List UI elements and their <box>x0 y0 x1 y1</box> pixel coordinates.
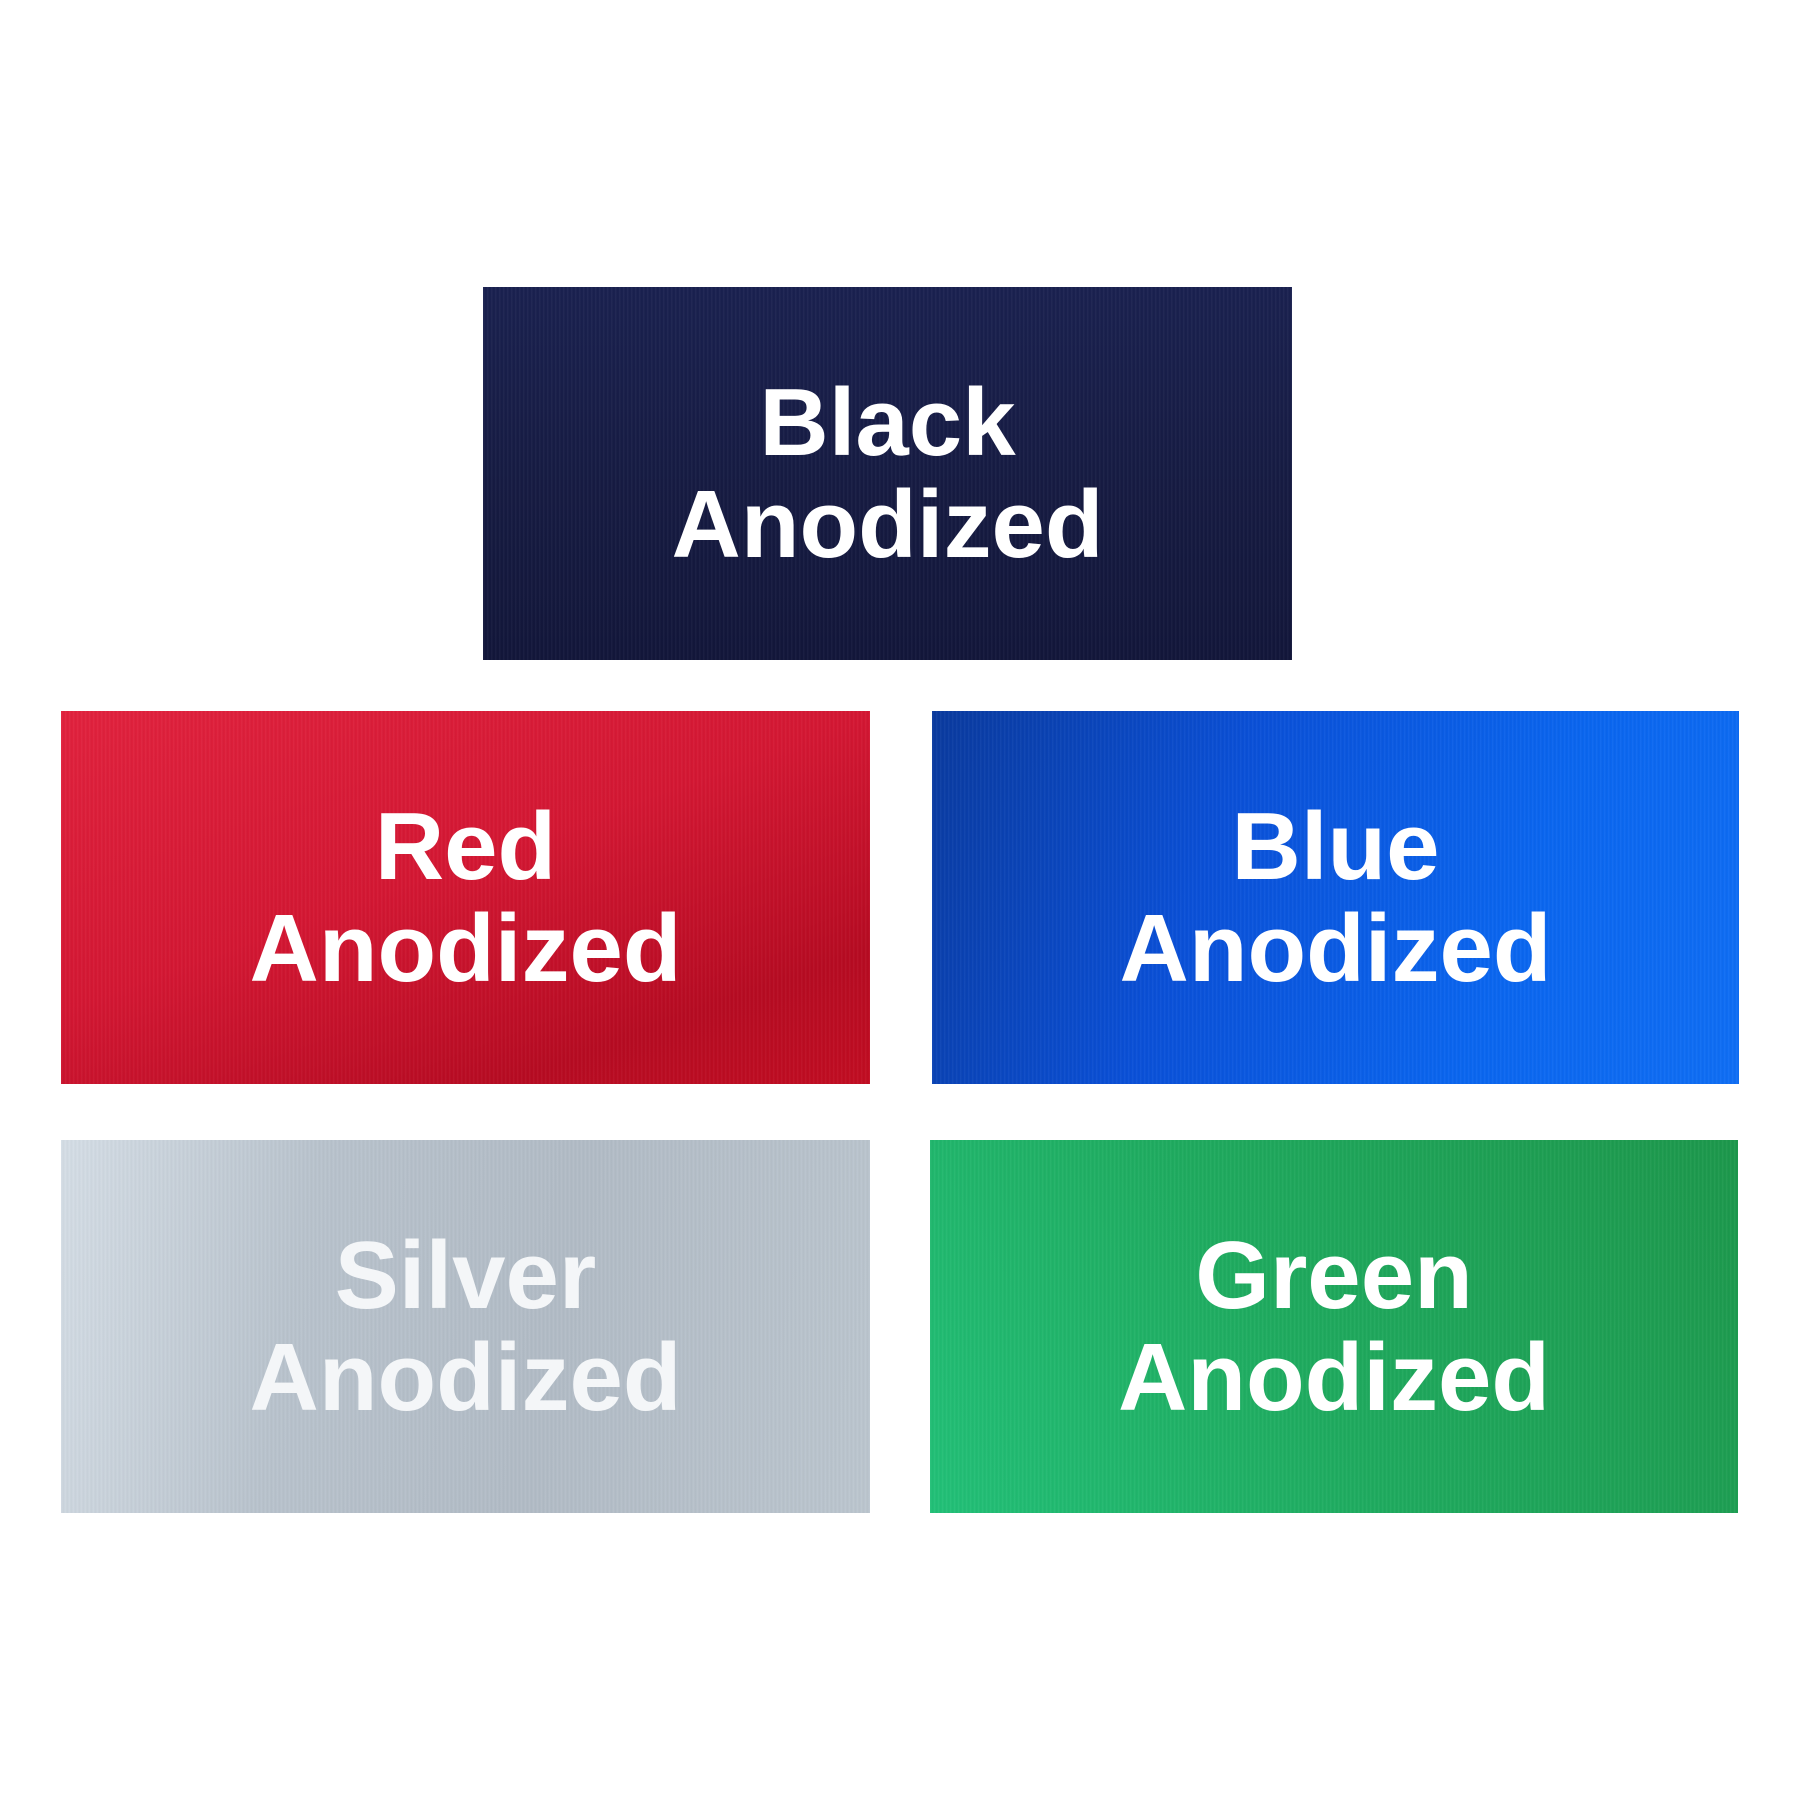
swatch-label-finish: Anodized <box>249 894 682 1002</box>
swatch-label-color: Silver <box>334 1221 597 1329</box>
swatch-label-color: Blue <box>1231 792 1440 900</box>
swatch-label-finish: Anodized <box>1118 1323 1550 1431</box>
swatch-label-finish: Anodized <box>1119 894 1552 1002</box>
swatch-red-anodized: Red Anodized <box>61 711 870 1084</box>
swatch-label-color: Black <box>759 368 1016 476</box>
swatch-green-anodized: Green Anodized <box>930 1140 1738 1513</box>
swatch-black-anodized: Black Anodized <box>483 287 1292 660</box>
swatch-blue-anodized: Blue Anodized <box>932 711 1739 1084</box>
swatch-label-finish: Anodized <box>249 1323 682 1431</box>
swatch-label-finish: Anodized <box>671 470 1104 578</box>
swatch-silver-anodized: Silver Anodized <box>61 1140 870 1513</box>
swatch-label-color: Green <box>1195 1221 1473 1329</box>
swatch-label-color: Red <box>374 792 557 900</box>
